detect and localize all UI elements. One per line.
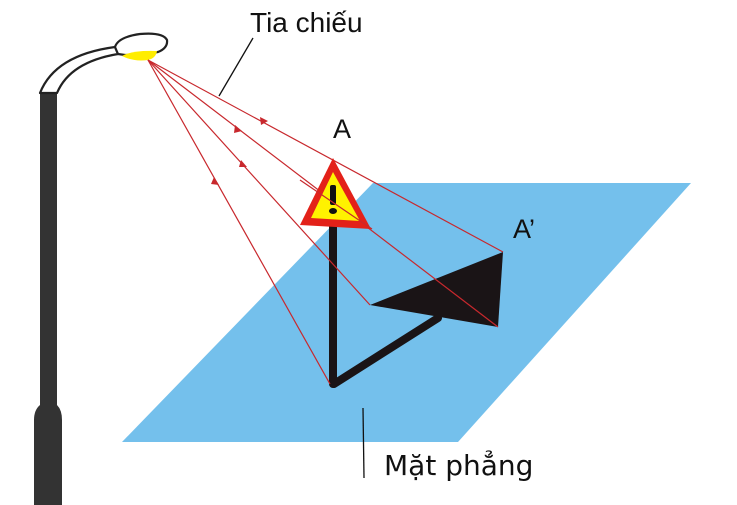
street-lamp [34,32,169,505]
ray-arrow-icons [211,117,268,185]
point-a-prime-label: A’ [513,214,536,244]
rays-label: Tia chiếu [250,7,363,38]
lamp-post-base [34,405,62,505]
ray-1 [147,59,504,253]
rays-label-leader [218,37,254,97]
plane-surface [122,183,691,442]
shadow-triangle [370,252,503,327]
projection-rays [147,59,504,385]
arrow-icon [211,177,219,185]
exclamation-dot [329,208,337,214]
arrow-icon [239,160,247,167]
ray-3 [147,59,371,306]
lamp-arm [38,45,120,95]
point-a-label: A [333,114,352,144]
exclamation-bar [330,185,336,205]
plane-label: Mặt phẳng [384,449,534,482]
shadow-projection [330,252,503,388]
warning-sign [299,158,373,230]
arrow-icon [234,125,242,133]
shadow-pole [330,314,442,388]
ray-over-sign [299,179,373,230]
arrow-icon [260,117,268,125]
lamp-post-upper [40,92,57,410]
plane-label-leader [362,407,365,479]
lamp-light-icon [122,50,157,61]
ray-4 [147,59,331,385]
